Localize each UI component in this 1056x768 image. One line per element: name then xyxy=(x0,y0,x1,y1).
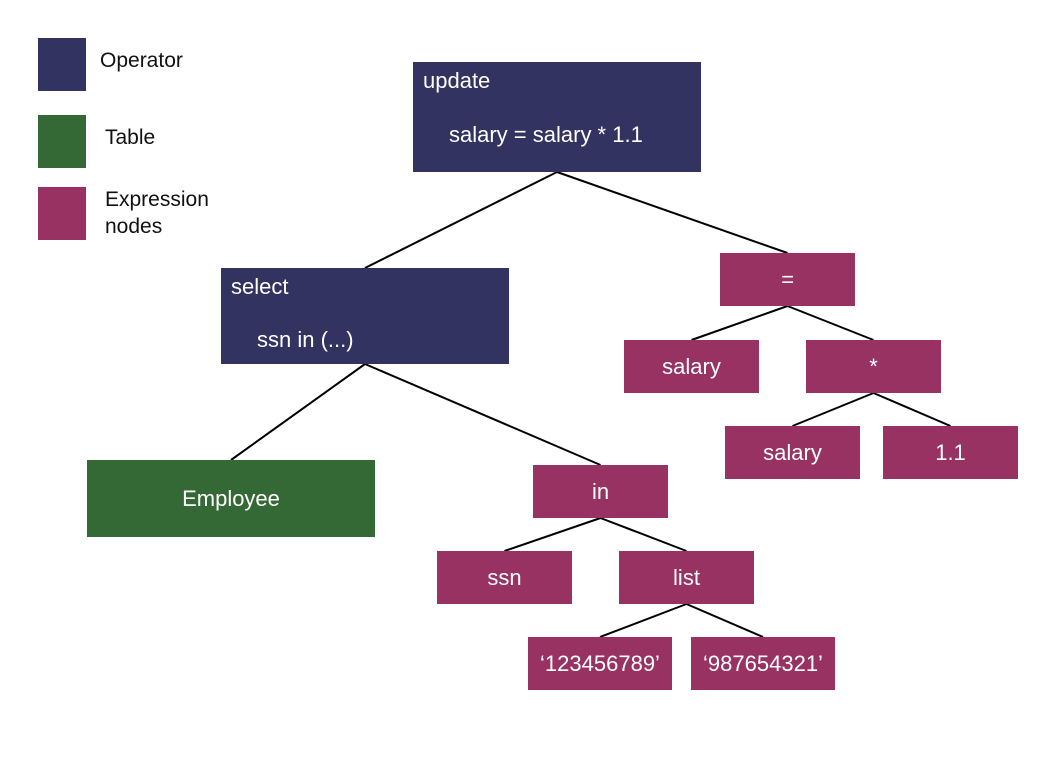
edge-update-to-select xyxy=(364,171,558,269)
equals-expression-node: = xyxy=(720,253,855,306)
salary-lhs-expression-node: salary xyxy=(624,340,759,393)
edge-list-to-val1 xyxy=(599,603,687,638)
select-operator-title: select xyxy=(231,274,289,299)
factor-expression-node: 1.1 xyxy=(883,426,1018,479)
list-expression-node: list xyxy=(619,551,754,604)
legend-label-table: Table xyxy=(105,126,156,149)
legend-swatch-table xyxy=(38,115,86,168)
edge-list-to-val2 xyxy=(686,603,764,638)
update-operator-title: update xyxy=(423,68,491,93)
multiply-expression-node: * xyxy=(806,340,941,393)
edge-select-to-employee xyxy=(230,363,366,461)
edge-mul-to-factor xyxy=(873,392,951,427)
edge-select-to-in_op xyxy=(364,363,601,466)
edge-mul-to-salary_rhs xyxy=(792,392,874,427)
edge-eq-to-mul xyxy=(787,305,874,341)
salary-rhs-expression-node: salary xyxy=(725,426,860,479)
select-operator-node: select ssn in (...) xyxy=(221,268,509,364)
value-1-expression-node: ‘123456789’ xyxy=(528,637,672,690)
legend-swatch-expression xyxy=(38,187,86,240)
legend-label-expression: Expression nodes xyxy=(105,188,209,238)
edge-eq-to-salary_lhs xyxy=(691,305,788,341)
legend-swatch-operator xyxy=(38,38,86,91)
value-2-expression-node: ‘987654321’ xyxy=(691,637,835,690)
select-operator-detail: ssn in (...) xyxy=(257,327,354,352)
edge-in_op-to-list xyxy=(600,517,687,552)
legend-label-operator: Operator xyxy=(100,49,183,72)
update-operator-node: update salary = salary * 1.1 xyxy=(413,62,701,172)
update-operator-detail: salary = salary * 1.1 xyxy=(449,122,643,147)
edge-update-to-eq xyxy=(556,171,788,254)
ssn-expression-node: ssn xyxy=(437,551,572,604)
in-expression-node: in xyxy=(533,465,668,518)
employee-table-node: Employee xyxy=(87,460,375,537)
edge-in_op-to-ssn xyxy=(504,517,601,552)
